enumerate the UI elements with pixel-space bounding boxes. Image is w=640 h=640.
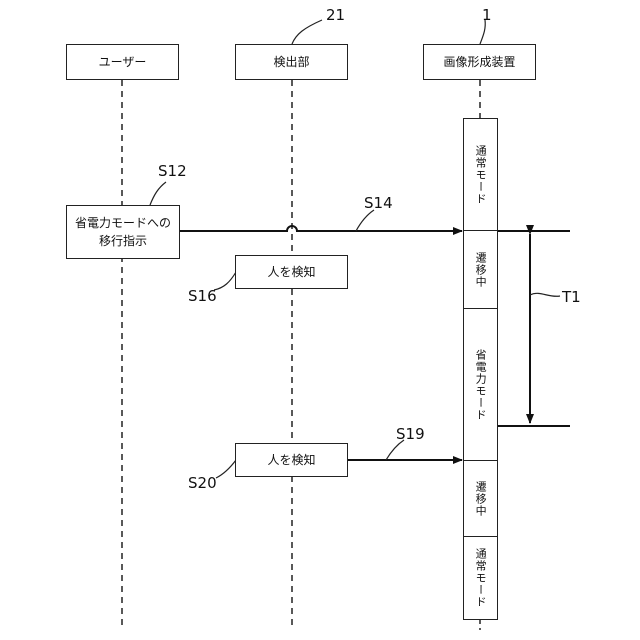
state-power-saving-mode: 省電力モード [463,308,498,461]
s14-leader [356,210,374,231]
s14-arrow [180,226,462,231]
ref-detector: 21 [326,6,345,24]
s16-box: 人を検知 [235,255,348,289]
state-transitioning-1: 遷移中 [463,230,498,309]
s16-text: 人を検知 [267,263,315,281]
s20-leader [216,460,236,478]
s19-label: S19 [396,425,425,443]
s16-leader [214,272,236,290]
device-actor-label: 画像形成装置 [443,53,515,71]
detector-actor-label: 検出部 [273,53,309,71]
detector-actor-box: 検出部 [235,44,348,80]
state-label: 通常モード [474,548,487,608]
user-actor-label: ユーザー [99,53,147,71]
s14-label: S14 [364,194,393,212]
s12-text: 省電力モードへの 移行指示 [75,214,171,250]
s12-box: 省電力モードへの 移行指示 [66,205,180,259]
state-normal-mode-2: 通常モード [463,536,498,620]
state-transitioning-2: 遷移中 [463,460,498,537]
ref-leader-detector [292,20,322,44]
state-label: 遷移中 [474,252,487,288]
s20-text: 人を検知 [267,451,315,469]
s19-leader [386,440,404,460]
state-label: 遷移中 [474,481,487,517]
state-label: 省電力モード [474,349,487,421]
state-normal-mode-1: 通常モード [463,118,498,231]
device-actor-box: 画像形成装置 [423,44,536,80]
state-label: 通常モード [474,145,487,205]
s12-leader [150,182,166,205]
s20-label: S20 [188,474,217,492]
t1-label: T1 [562,288,581,306]
t1-leader [530,293,560,296]
s12-label: S12 [158,162,187,180]
ref-device: 1 [482,6,492,24]
s20-box: 人を検知 [235,443,348,477]
s16-label: S16 [188,287,217,305]
user-actor-box: ユーザー [66,44,179,80]
